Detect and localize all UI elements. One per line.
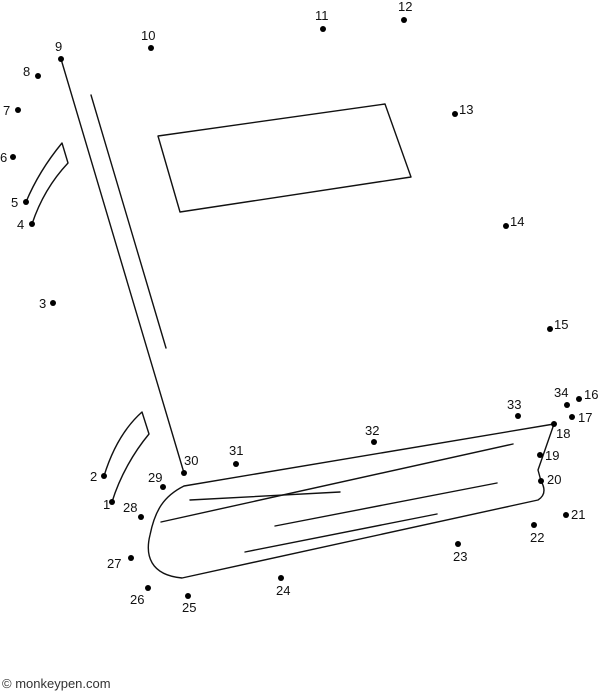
numbered-dots: 1234567891011121314151617181920212223242…: [0, 0, 598, 615]
dot-label-20: 20: [547, 472, 561, 487]
dot-33[interactable]: [515, 413, 521, 419]
dot-label-17: 17: [578, 410, 592, 425]
book-pages-block: [147, 423, 555, 579]
dot-label-10: 10: [141, 28, 155, 43]
dot-12[interactable]: [401, 17, 407, 23]
dot-19[interactable]: [537, 452, 543, 458]
dot-label-34: 34: [554, 385, 568, 400]
dot-label-16: 16: [584, 387, 598, 402]
page-line-1: [189, 491, 341, 501]
dot-13[interactable]: [452, 111, 458, 117]
dot-label-12: 12: [398, 0, 412, 14]
dot-label-14: 14: [510, 214, 524, 229]
dot-label-8: 8: [23, 64, 30, 79]
dot-label-31: 31: [229, 443, 243, 458]
page-curl-top: [25, 142, 69, 225]
dot-label-19: 19: [545, 448, 559, 463]
dot-label-11: 11: [315, 8, 329, 23]
dot-31[interactable]: [233, 461, 239, 467]
dot-label-18: 18: [556, 426, 570, 441]
page-line-3: [274, 482, 498, 527]
dot-3[interactable]: [50, 300, 56, 306]
dot-10[interactable]: [148, 45, 154, 51]
book-left-edge: [60, 58, 185, 474]
book-title-label: [157, 103, 412, 213]
dot-label-1: 1: [103, 497, 110, 512]
dot-32[interactable]: [371, 439, 377, 445]
credit-text: © monkeypen.com: [2, 676, 111, 691]
drawn-outline: [25, 58, 555, 579]
dot-16[interactable]: [576, 396, 582, 402]
dot-29[interactable]: [160, 484, 166, 490]
dot-30[interactable]: [181, 470, 187, 476]
dot-34[interactable]: [564, 402, 570, 408]
dot-8[interactable]: [35, 73, 41, 79]
dot-4[interactable]: [29, 221, 35, 227]
dot-label-13: 13: [459, 102, 473, 117]
dot-label-15: 15: [554, 317, 568, 332]
dot-label-3: 3: [39, 296, 46, 311]
dot-22[interactable]: [531, 522, 537, 528]
dot-18[interactable]: [551, 421, 557, 427]
dot-6[interactable]: [10, 154, 16, 160]
dot-25[interactable]: [185, 593, 191, 599]
dot-label-9: 9: [55, 39, 62, 54]
page-line-2: [160, 443, 514, 523]
dot-2[interactable]: [101, 473, 107, 479]
dot-5[interactable]: [23, 199, 29, 205]
dot-21[interactable]: [563, 512, 569, 518]
dot-label-25: 25: [182, 600, 196, 615]
dot-label-26: 26: [130, 592, 144, 607]
dot-label-2: 2: [90, 469, 97, 484]
dot-label-22: 22: [530, 530, 544, 545]
dot-20[interactable]: [538, 478, 544, 484]
dot-label-21: 21: [571, 507, 585, 522]
dot-label-5: 5: [11, 195, 18, 210]
dot-label-30: 30: [184, 453, 198, 468]
dot-label-23: 23: [453, 549, 467, 564]
dot-label-29: 29: [148, 470, 162, 485]
dot-label-32: 32: [365, 423, 379, 438]
dot-label-28: 28: [123, 500, 137, 515]
dot-label-4: 4: [17, 217, 24, 232]
dot-24[interactable]: [278, 575, 284, 581]
dot-7[interactable]: [15, 107, 21, 113]
dot-label-7: 7: [3, 103, 10, 118]
dot-14[interactable]: [503, 223, 509, 229]
page-curl-bottom: [103, 411, 150, 503]
dot-1[interactable]: [109, 499, 115, 505]
dot-11[interactable]: [320, 26, 326, 32]
dot-26[interactable]: [145, 585, 151, 591]
dot-23[interactable]: [455, 541, 461, 547]
dot-28[interactable]: [138, 514, 144, 520]
dot-9[interactable]: [58, 56, 64, 62]
dot-label-6: 6: [0, 150, 7, 165]
dot-label-27: 27: [107, 556, 121, 571]
page-line-4: [244, 513, 438, 553]
dot-17[interactable]: [569, 414, 575, 420]
dot-15[interactable]: [547, 326, 553, 332]
dot-label-33: 33: [507, 397, 521, 412]
dot-label-24: 24: [276, 583, 290, 598]
dot-27[interactable]: [128, 555, 134, 561]
book-spine-line: [90, 94, 167, 349]
